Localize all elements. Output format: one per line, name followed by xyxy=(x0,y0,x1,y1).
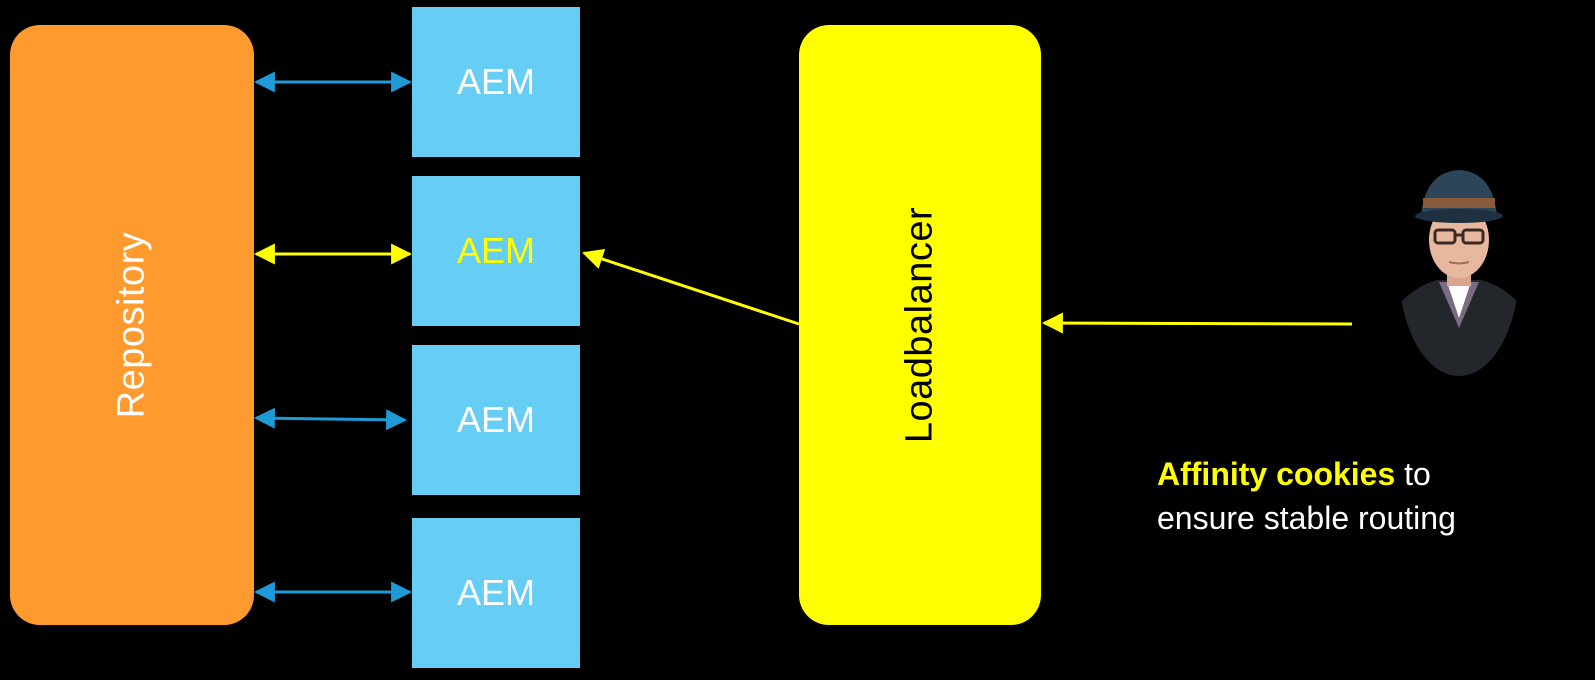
aem-node-4: AEM xyxy=(412,518,580,668)
aem-node-label: AEM xyxy=(456,572,535,613)
caption-rest: to xyxy=(1404,456,1431,492)
repository-label: Repository xyxy=(110,231,153,419)
aem-node-3: AEM xyxy=(412,345,580,495)
aem-node-label: AEM xyxy=(456,230,535,271)
caption-line-2: ensure stable routing xyxy=(1157,500,1456,536)
aem-node-2-active: AEM xyxy=(412,176,580,326)
user-portrait-icon xyxy=(1399,164,1519,376)
affinity-caption: Affinity cookies to ensure stable routin… xyxy=(1157,452,1456,540)
loadbalancer-box: Loadbalancer xyxy=(799,25,1041,625)
caption-line-1: Affinity cookies to xyxy=(1157,452,1456,496)
loadbalancer-label: Loadbalancer xyxy=(898,206,941,444)
user-to-lb-arrow xyxy=(1041,312,1353,334)
caption-highlight: Affinity cookies xyxy=(1157,456,1396,492)
aem-node-label: AEM xyxy=(456,61,535,102)
lb-to-aem-arrow xyxy=(582,248,800,326)
repo-aem-link-3 xyxy=(253,407,408,431)
repository-box: Repository xyxy=(10,25,254,625)
aem-node-label: AEM xyxy=(456,399,535,440)
aem-node-1: AEM xyxy=(412,7,580,157)
